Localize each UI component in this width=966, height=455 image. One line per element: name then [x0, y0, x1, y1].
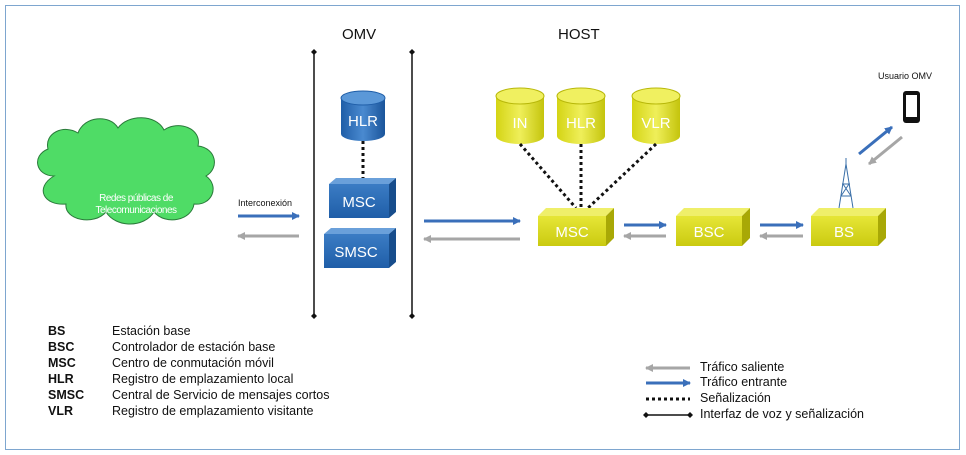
cloud-label-line2: Telecomunicaciones	[95, 205, 177, 216]
host-header: HOST	[558, 26, 600, 43]
abbr-definition: Registro de emplazamiento visitante	[112, 404, 314, 418]
abbr-code: VLR	[48, 404, 73, 418]
omv-hlr-cylinder: HLR	[340, 90, 386, 141]
abbr-code: MSC	[48, 356, 76, 370]
signal-in-msc	[518, 143, 578, 209]
abbr-code: SMSC	[48, 388, 85, 402]
interconnect-label: Interconexión	[238, 198, 293, 208]
omv-smsc-box: SMSC	[324, 228, 396, 268]
cloud-label-line1: Redes públicas de	[99, 193, 173, 204]
omv-hlr-label: HLR	[348, 113, 378, 130]
signal-vlr-msc	[586, 142, 658, 210]
bs-user-incoming-arrow	[858, 125, 893, 156]
omv-msc-box: MSC	[329, 178, 396, 218]
omv-msc-label: MSC	[342, 194, 376, 211]
legend-incoming-label: Tráfico entrante	[700, 375, 788, 389]
legend-signaling-label: Señalización	[700, 391, 771, 405]
host-msc-box: MSC	[538, 208, 614, 246]
host-in-label: IN	[513, 115, 528, 132]
abbr-code: HLR	[48, 372, 74, 386]
host-in-cylinder: IN	[495, 87, 545, 144]
cloud-label: Redes públicas de Telecomunicaciones	[51, 193, 221, 217]
host-vlr-cylinder: VLR	[631, 87, 681, 144]
abbr-code: BSC	[48, 340, 75, 354]
bs-user-outgoing-arrow	[868, 135, 903, 166]
smartphone-icon	[903, 91, 920, 123]
abbr-definition: Centro de conmutación móvil	[112, 356, 274, 370]
user-label: Usuario OMV	[878, 71, 933, 81]
host-bs-box: BS	[811, 208, 886, 246]
abbr-definition: Controlador de estación base	[112, 340, 276, 354]
host-bs-label: BS	[834, 224, 854, 241]
host-hlr-label: HLR	[566, 115, 596, 132]
host-vlr-label: VLR	[641, 115, 670, 132]
omv-header: OMV	[342, 26, 377, 43]
host-bsc-label: BSC	[694, 224, 725, 241]
omv-smsc-label: SMSC	[334, 244, 378, 261]
legend-outgoing-label: Tráfico saliente	[700, 360, 785, 374]
public-networks-cloud	[37, 117, 215, 225]
host-bsc-box: BSC	[676, 208, 750, 246]
host-hlr-cylinder: HLR	[556, 87, 606, 144]
diagram-frame: HLR MSC SMSC IN HLR	[5, 5, 960, 450]
antenna-tower-icon	[838, 158, 854, 209]
network-diagram: HLR MSC SMSC IN HLR	[37, 49, 920, 418]
abbr-definition: Estación base	[112, 324, 191, 338]
legend-interface-label: Interfaz de voz y señalización	[700, 407, 864, 421]
abbr-code: BS	[48, 324, 66, 338]
abbr-definition: Central de Servicio de mensajes cortos	[112, 388, 330, 402]
host-msc-label: MSC	[555, 224, 589, 241]
abbr-definition: Registro de emplazamiento local	[112, 372, 294, 386]
